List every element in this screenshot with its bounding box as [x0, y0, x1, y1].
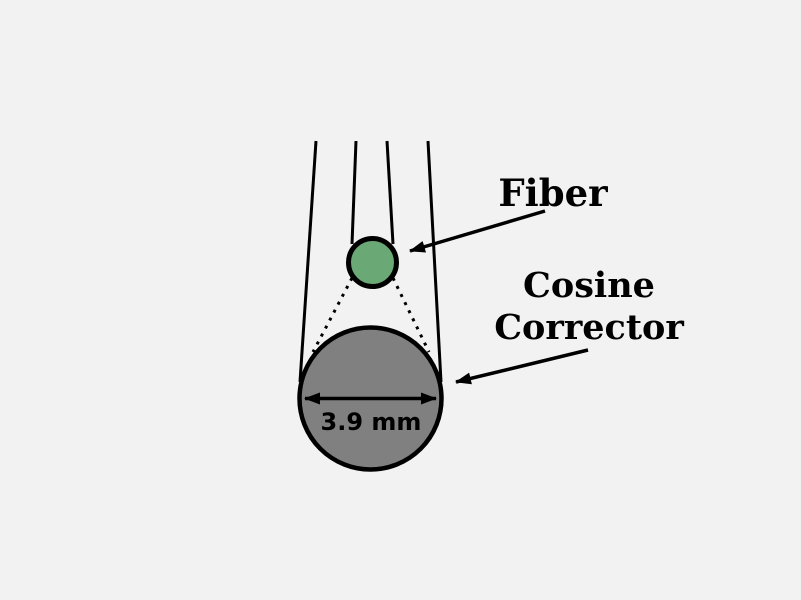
- probe-inner-wall-left: [350, 140, 358, 245]
- cosine-corrector-label-line1: Cosine: [523, 265, 655, 306]
- cosine-corrector-label-line2: Corrector: [494, 307, 684, 348]
- cosine-corrector-arrow: [455, 348, 589, 385]
- fiber-arrow: [409, 209, 546, 253]
- fiber-circle: [346, 236, 399, 289]
- probe-inner-wall-right: [385, 140, 395, 245]
- probe-outer-wall-right: [426, 140, 443, 383]
- diameter-label: 3.9 mm: [321, 408, 422, 436]
- probe-outer-wall-left: [298, 140, 318, 383]
- fiber-label: Fiber: [498, 171, 608, 215]
